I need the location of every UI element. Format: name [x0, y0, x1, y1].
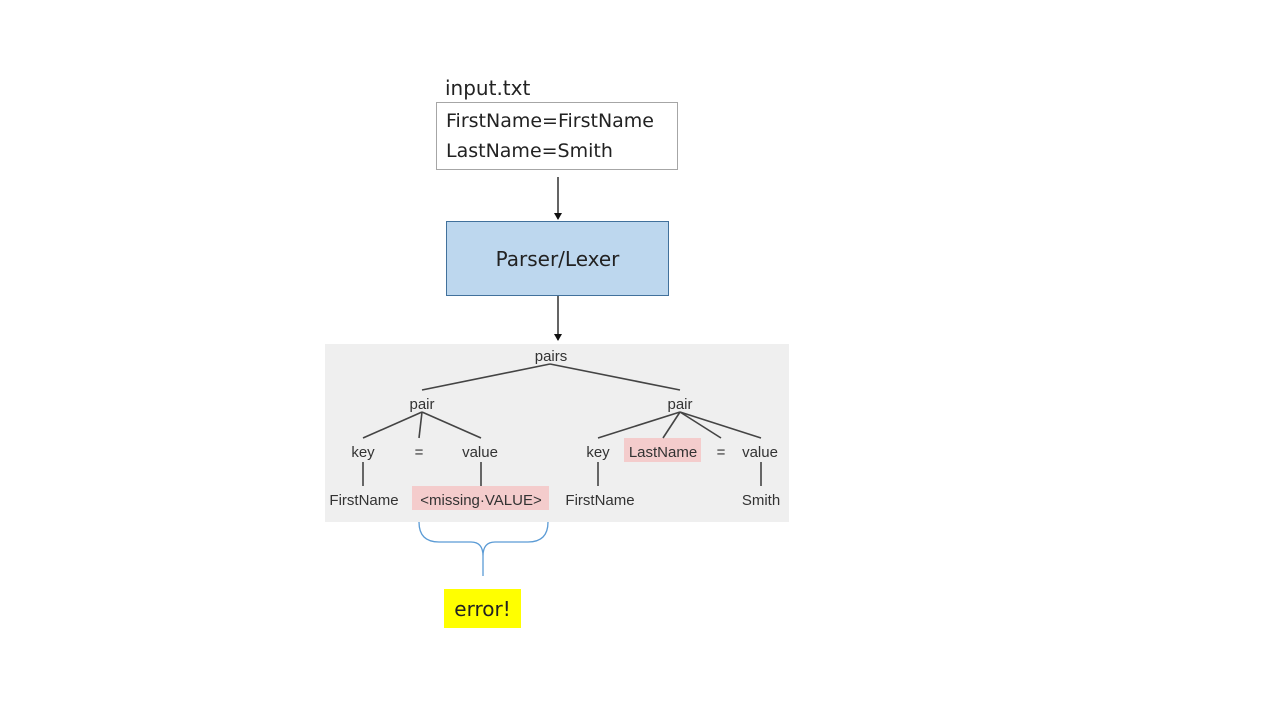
input-line-1: FirstName=FirstName: [446, 110, 654, 132]
node-right-key: key: [586, 444, 610, 461]
tree-edges: [362, 363, 762, 486]
node-left-value: value: [462, 444, 498, 461]
edge-pairR-extra: [662, 411, 681, 439]
node-pair-right: pair: [667, 396, 692, 413]
error-brace: [418, 521, 549, 576]
edge-root-right: [549, 363, 681, 391]
edge-root-left: [421, 363, 551, 391]
edge-pairR-eq: [679, 411, 722, 439]
parser-lexer-box: Parser/Lexer: [446, 221, 669, 296]
leaf-right-key: FirstName: [565, 492, 634, 509]
extra-token-highlight: [624, 438, 701, 462]
edge-pairL-eq: [418, 411, 423, 439]
node-right-value: value: [742, 444, 778, 461]
leaf-left-missing-value: <missing·VALUE>: [420, 492, 542, 509]
node-left-key: key: [351, 444, 375, 461]
node-right-equals: =: [717, 444, 726, 461]
missing-value-highlight: [412, 486, 549, 510]
leaf-right-value: Smith: [742, 492, 780, 509]
edge-pairL-key: [362, 411, 423, 439]
node-left-equals: =: [415, 444, 424, 461]
edge-pairR-key: [597, 411, 681, 439]
error-label: error!: [454, 596, 511, 621]
node-pairs: pairs: [535, 348, 568, 365]
node-pair-left: pair: [409, 396, 434, 413]
input-line-2: LastName=Smith: [446, 140, 613, 162]
input-file-box: FirstName=FirstName LastName=Smith: [436, 102, 678, 170]
error-badge: error!: [444, 589, 521, 628]
node-right-extra-token: LastName: [629, 444, 697, 461]
parser-lexer-label: Parser/Lexer: [495, 246, 620, 271]
edge-pairR-value: [679, 411, 762, 439]
leaf-left-key: FirstName: [329, 492, 398, 509]
edge-pairL-value: [421, 411, 482, 439]
input-file-label: input.txt: [445, 76, 531, 100]
